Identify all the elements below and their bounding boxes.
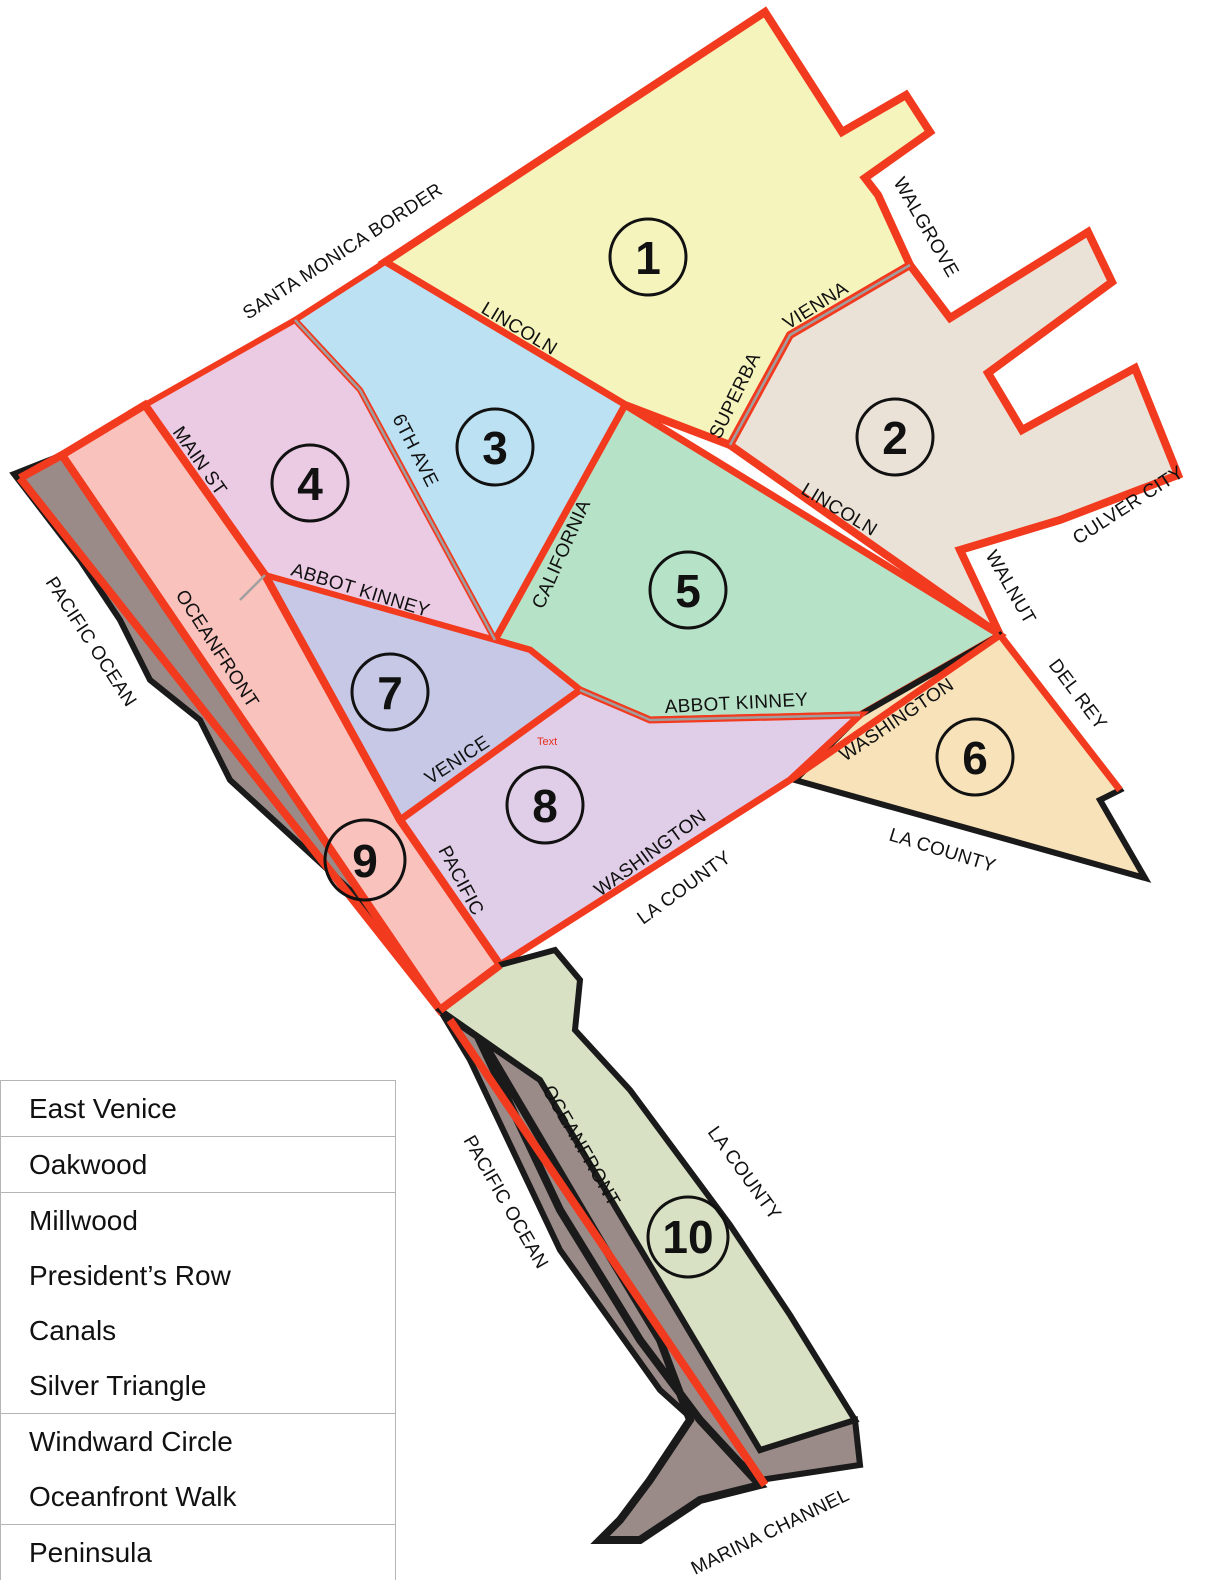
legend-item: Oceanfront Walk [0, 1469, 396, 1525]
legend-row[interactable]: East Venice [0, 1080, 396, 1137]
legend-row[interactable]: Millwood [0, 1192, 396, 1248]
label-text-tag: Text [537, 736, 557, 748]
svg-text:8: 8 [532, 780, 558, 832]
svg-text:3: 3 [482, 422, 508, 474]
divider-lines [239, 263, 911, 722]
legend-item: East Venice [0, 1080, 396, 1137]
district-10-area [434, 946, 860, 1454]
legend-row[interactable]: Oceanfront Walk [0, 1469, 396, 1525]
legend-row[interactable]: Canals [0, 1303, 396, 1358]
legend-item: President’s Row [0, 1248, 396, 1303]
neighborhood-legend: East Venice Oakwood Millwood President’s… [0, 1080, 396, 1580]
district-6-border [788, 632, 1123, 793]
svg-text:4: 4 [297, 458, 323, 510]
district-marker-9[interactable]: 9 [323, 818, 407, 902]
legend-row[interactable]: Peninsula [0, 1524, 396, 1580]
legend-item: Oakwood [0, 1136, 396, 1193]
district-marker-3[interactable]: 3 [455, 407, 535, 487]
district-marker-8[interactable]: 8 [505, 765, 585, 845]
legend-row[interactable]: Windward Circle [0, 1413, 396, 1469]
svg-text:2: 2 [882, 412, 908, 464]
legend-item: Peninsula [0, 1524, 396, 1580]
district-marker-4[interactable]: 4 [270, 443, 350, 523]
district-9-shore [16, 451, 444, 1013]
district-marker-2[interactable]: 2 [855, 397, 935, 477]
district-marker-7[interactable]: 7 [350, 652, 430, 732]
svg-text:7: 7 [377, 667, 403, 719]
district-2-area [724, 226, 1184, 647]
legend-row[interactable]: Oakwood [0, 1136, 396, 1193]
legend-item: Canals [0, 1303, 396, 1358]
legend-item: Millwood [0, 1192, 396, 1248]
district-marker-1[interactable]: 1 [608, 217, 688, 297]
legend-item: Silver Triangle [0, 1358, 396, 1414]
svg-text:6: 6 [962, 732, 988, 784]
svg-text:9: 9 [352, 835, 378, 887]
svg-text:5: 5 [675, 565, 701, 617]
svg-text:1: 1 [635, 232, 661, 284]
legend-item: Windward Circle [0, 1413, 396, 1469]
district-marker-6[interactable]: 6 [935, 717, 1015, 797]
district-marker-10[interactable]: 10 [646, 1195, 730, 1279]
district-10-border [437, 961, 769, 1488]
legend-row[interactable]: President’s Row [0, 1248, 396, 1303]
svg-text:10: 10 [662, 1211, 713, 1263]
legend-row[interactable]: Silver Triangle [0, 1358, 396, 1414]
district-marker-5[interactable]: 5 [648, 550, 728, 630]
district-1-area [377, 6, 936, 450]
